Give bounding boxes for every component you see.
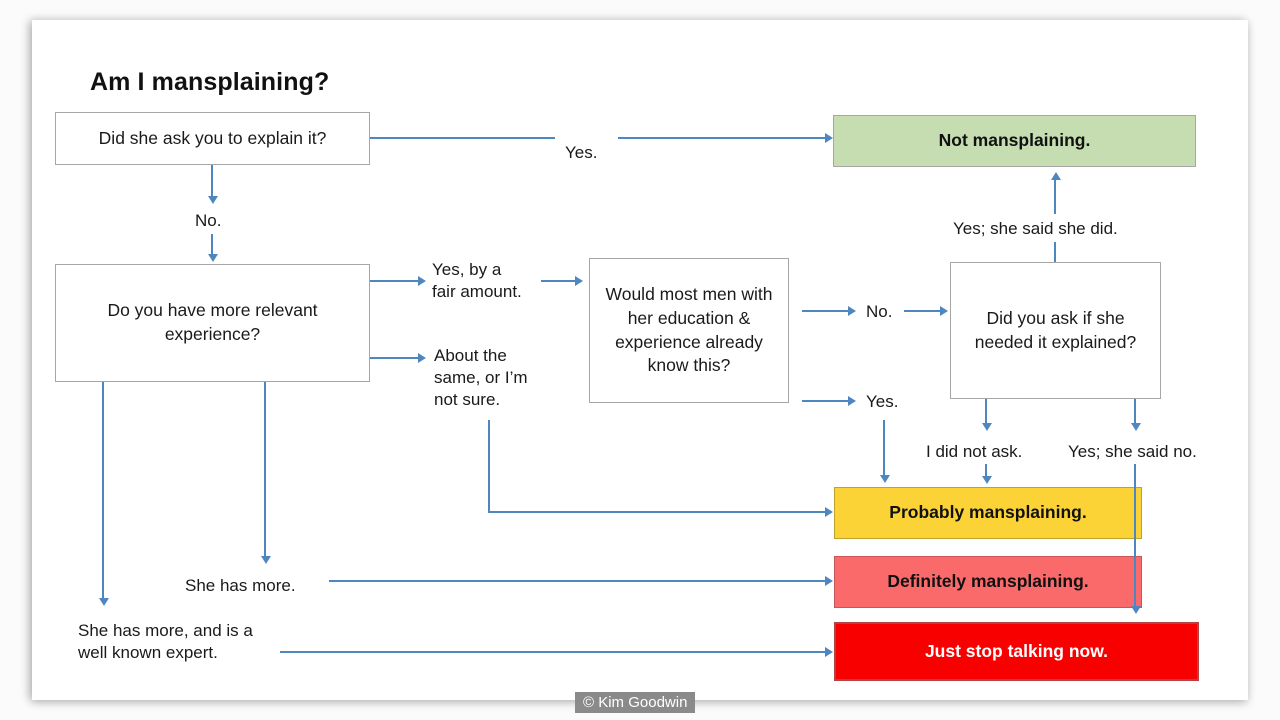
- arrow-head-q1-no: [208, 196, 218, 204]
- node-label: Did you ask if she needed it explained?: [974, 307, 1137, 352]
- connector-about-same-down: [488, 420, 490, 513]
- arrow-head-yellow-top: [880, 475, 890, 483]
- connector-about-same-right-to-yellow: [488, 511, 825, 513]
- connector-did-not-ask-to-yellow: [985, 464, 987, 478]
- arrow-head-red-top: [1131, 606, 1141, 614]
- connector-q3-to-no: [802, 310, 848, 312]
- arrow-head-to-q3: [575, 276, 583, 286]
- outcome-label: Just stop talking now.: [924, 640, 1109, 661]
- arrow-head-said-no: [1131, 423, 1141, 431]
- arrow-head-to-q4: [940, 306, 948, 316]
- connector-yes-down-to-yellow: [883, 420, 885, 477]
- edge-label-q3-no: No.: [866, 302, 893, 321]
- connector-yes-to-green: [618, 137, 825, 139]
- node-label: Did she ask you to explain it?: [98, 127, 327, 148]
- outcome-label: Not mansplaining.: [938, 130, 1091, 151]
- decision-node-did-you-ask[interactable]: Did you ask if she needed it explained?: [950, 262, 1161, 399]
- outcome-label: Probably mansplaining.: [889, 502, 1087, 523]
- edge-label-q1-no: No.: [195, 211, 222, 230]
- outcome-definitely-mansplaining[interactable]: Definitely mansplaining.: [834, 556, 1142, 608]
- decision-node-most-men-know[interactable]: Would most men with her education & expe…: [589, 258, 789, 403]
- arrow-head-she-has-more: [261, 556, 271, 564]
- connector-q2-to-fair-amount: [370, 280, 418, 282]
- outcome-just-stop-talking[interactable]: Just stop talking now.: [834, 622, 1199, 681]
- arrow-head-q3-yes: [848, 396, 856, 406]
- edge-label-q4-did-not-ask: I did not ask.: [926, 442, 1023, 461]
- node-label: Do you have more relevant experience?: [107, 300, 318, 344]
- connector-q4-up-to-green: [1054, 180, 1056, 214]
- outcome-probably-mansplaining[interactable]: Probably mansplaining.: [834, 487, 1142, 539]
- arrow-head-about-same: [418, 353, 426, 363]
- outcome-label: Definitely mansplaining.: [887, 571, 1089, 592]
- arrow-head-pink: [825, 576, 833, 586]
- edge-label-q2-fair-amount: Yes, by a fair amount.: [432, 260, 522, 302]
- connector-q4-down-said-no: [1134, 399, 1136, 425]
- arrow-head-yellow-from-ask: [982, 476, 992, 484]
- edge-label-q4-she-said-no: Yes; she said no.: [1068, 442, 1197, 461]
- connector-q2-down-she-expert: [102, 382, 104, 600]
- outcome-not-mansplaining[interactable]: Not mansplaining.: [833, 115, 1196, 167]
- node-label: Would most men with her education & expe…: [605, 284, 773, 376]
- connector-q1-to-yes-label: [370, 137, 555, 139]
- connector-she-expert-to-red: [280, 651, 825, 653]
- connector-no-down-to-q2: [211, 234, 213, 258]
- decision-node-ask-to-explain[interactable]: Did she ask you to explain it?: [55, 112, 370, 165]
- edge-label-q2-about-same: About the same, or I’m not sure.: [434, 346, 528, 410]
- arrow-head-fair-amount: [418, 276, 426, 286]
- edge-label-q3-yes: Yes.: [866, 392, 899, 411]
- slide-card: Am I mansplaining? Did she ask you to ex…: [32, 20, 1248, 700]
- connector-q4-up-from-box: [1054, 242, 1056, 262]
- copyright-credit: © Kim Goodwin: [575, 692, 696, 713]
- connector-q4-down-did-not-ask: [985, 399, 987, 425]
- arrow-head-q3-no: [848, 306, 856, 316]
- connector-q1-down-to-no: [211, 165, 213, 198]
- decision-node-more-experience[interactable]: Do you have more relevant experience?: [55, 264, 370, 382]
- connector-no-to-q4: [904, 310, 940, 312]
- connector-she-has-more-to-pink: [329, 580, 825, 582]
- arrow-head-she-expert: [99, 598, 109, 606]
- arrow-head-about-same-yellow: [825, 507, 833, 517]
- arrow-head-did-not-ask: [982, 423, 992, 431]
- connector-q2-down-she-has-more: [264, 382, 266, 558]
- page-title: Am I mansplaining?: [90, 68, 330, 96]
- connector-q2-to-about-same: [370, 357, 418, 359]
- edge-label-q2-she-has-more: She has more.: [185, 576, 296, 595]
- edge-label-q1-yes: Yes.: [565, 143, 598, 162]
- connector-fair-amount-to-q3: [541, 280, 575, 282]
- arrow-head-green-bottom: [1051, 172, 1061, 180]
- edge-label-q4-yes-she-did: Yes; she said she did.: [953, 219, 1118, 238]
- arrow-head-red-left: [825, 647, 833, 657]
- connector-said-no-to-red: [1134, 464, 1136, 608]
- arrow-head-to-q2: [208, 254, 218, 262]
- arrow-head-to-green: [825, 133, 833, 143]
- edge-label-q2-she-expert: She has more, and is a well known expert…: [78, 621, 253, 663]
- connector-q3-to-yes: [802, 400, 848, 402]
